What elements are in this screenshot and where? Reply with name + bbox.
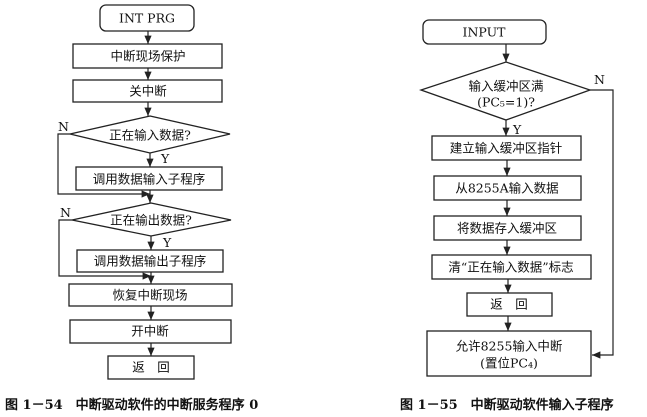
yes-label: Y xyxy=(162,235,172,250)
call-input-box xyxy=(75,166,223,191)
start-label: INT PRG xyxy=(119,11,175,26)
return-box xyxy=(466,292,553,317)
input-decision-label: 正在输入数据? xyxy=(109,128,191,143)
no-label: N xyxy=(594,72,605,87)
return-label: 返 回 xyxy=(490,297,528,312)
disable-interrupt-label: 关中断 xyxy=(129,84,167,99)
step-box xyxy=(433,175,582,201)
enable-interrupt-label: 开中断 xyxy=(131,324,169,339)
no-label: N xyxy=(58,119,69,134)
step-label: 将数据存入缓冲区 xyxy=(457,221,557,236)
output-decision-label: 正在输出数据? xyxy=(110,213,192,228)
final-label-line1: 允许8255输入中断 xyxy=(456,339,563,354)
step-box xyxy=(431,135,582,161)
call-output-box xyxy=(76,249,224,273)
final-label-line2: (置位PC₄) xyxy=(480,356,538,371)
yes-label: Y xyxy=(512,122,522,137)
save-context-label: 中断现场保护 xyxy=(110,49,185,64)
save-context-box xyxy=(72,43,223,69)
call-input-label: 调用数据输入子程序 xyxy=(93,172,206,187)
decision-label-line1: 输入缓冲区满 xyxy=(468,79,543,94)
start-terminal xyxy=(99,4,195,32)
enable-input-interrupt-box xyxy=(426,330,592,377)
step-label: 清“正在输入数据”标志 xyxy=(448,260,573,275)
interrupt-service-flowchart: INT PRG 中断现场保护 关中断 正在输入数据? N Y 调用数据输入子程序… xyxy=(5,4,258,413)
call-output-label: 调用数据输出子程序 xyxy=(94,254,207,269)
no-label: N xyxy=(60,205,71,220)
step-label: 从8255A输入数据 xyxy=(455,181,558,196)
return-label: 返 回 xyxy=(132,360,170,375)
restore-context-label: 恢复中断现场 xyxy=(112,288,187,303)
figure-caption-1-54: 图 1－54 中断驱动软件的中断服务程序 0 xyxy=(5,397,258,413)
input-subroutine-flowchart: INPUT 输入缓冲区满 (PC₅=1)? N Y 建立输入缓冲区指针 从825… xyxy=(400,19,614,413)
return-box xyxy=(107,355,195,380)
decision-label-line2: (PC₅=1)? xyxy=(477,95,535,110)
step-box xyxy=(431,254,592,280)
step-label: 建立输入缓冲区指针 xyxy=(450,141,563,156)
start-terminal xyxy=(422,19,547,45)
start-label: INPUT xyxy=(463,25,507,40)
figure-caption-1-55: 图 1－55 中断驱动软件输入子程序 xyxy=(400,397,614,413)
yes-label: Y xyxy=(160,151,170,166)
